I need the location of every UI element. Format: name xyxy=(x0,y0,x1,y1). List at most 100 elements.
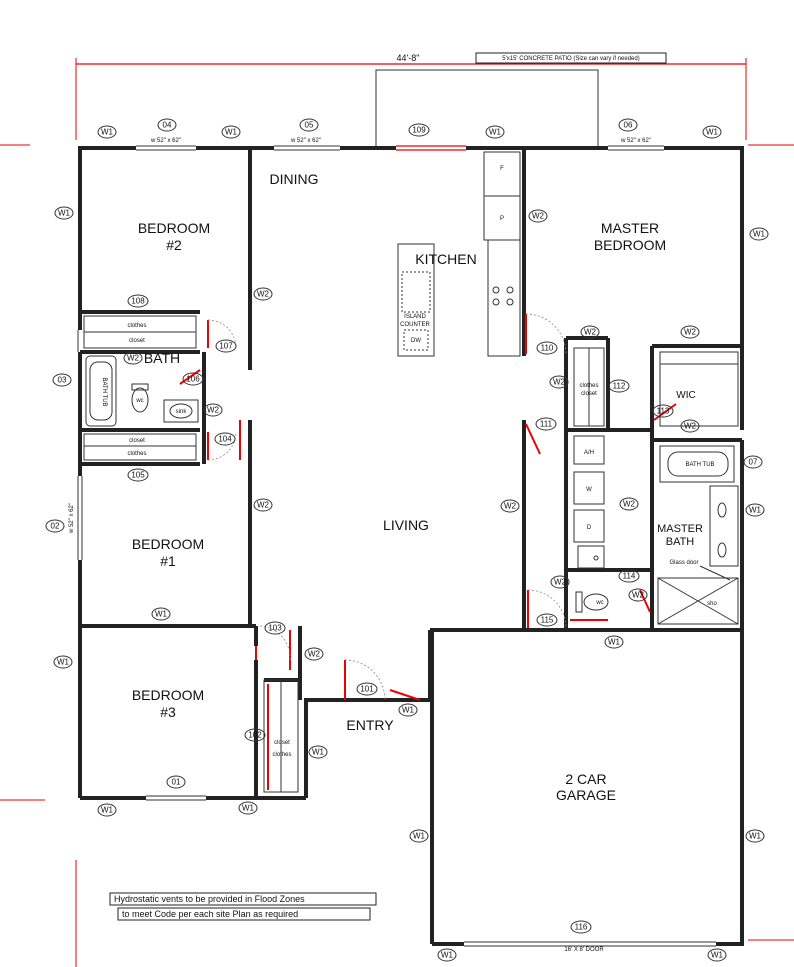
tag-102: 102 xyxy=(244,728,266,742)
room-master-line2: BEDROOM xyxy=(594,237,666,253)
svg-text:02: 02 xyxy=(51,522,60,531)
svg-text:16' X 8' DOOR: 16' X 8' DOOR xyxy=(564,947,604,953)
svg-text:closet: closet xyxy=(129,438,145,444)
window-door-tags: W1 04 W1 05 109 W1 06 W1 W1 W2 W1 W2 108… xyxy=(45,118,769,962)
svg-text:112: 112 xyxy=(613,382,626,391)
svg-text:F: F xyxy=(500,166,504,172)
tag-w1-m: W1 xyxy=(97,803,117,817)
patio-note: 5'x15' CONCRETE PATIO (Size can vary if … xyxy=(502,56,639,62)
tag-w1-g: W1 xyxy=(745,503,765,517)
svg-text:Glass door: Glass door xyxy=(669,560,698,566)
tag-05: 05 xyxy=(299,118,319,132)
tag-w1-r: W1 xyxy=(707,948,727,962)
tag-w2-e: W2 xyxy=(123,351,143,365)
tag-105: 105 xyxy=(127,468,149,482)
tag-w2-j: W2 xyxy=(500,499,520,513)
tag-03: 03 xyxy=(52,373,72,387)
tag-103: 103 xyxy=(264,621,286,635)
tag-w2-c: W2 xyxy=(580,325,600,339)
svg-text:A/H: A/H xyxy=(584,450,594,456)
tag-w2-f: W2 xyxy=(549,375,569,389)
tag-w1-o: W1 xyxy=(409,829,429,843)
patio: 5'x15' CONCRETE PATIO (Size can vary if … xyxy=(375,52,667,148)
svg-text:w 52" x 62": w 52" x 62" xyxy=(150,138,181,144)
tag-w1-f: W1 xyxy=(749,227,769,241)
tag-w1-j: W1 xyxy=(53,655,73,669)
svg-text:ISLAND: ISLAND xyxy=(404,314,426,320)
room-dining: DINING xyxy=(270,171,319,187)
room-master-bath-line2: BATH xyxy=(666,536,695,548)
svg-text:BATH TUB: BATH TUB xyxy=(685,462,714,468)
svg-text:closet: closet xyxy=(581,391,597,397)
tag-106: 106 xyxy=(182,372,204,386)
tag-107: 107 xyxy=(215,339,237,353)
svg-text:W2: W2 xyxy=(553,378,566,387)
overall-dimension: 44'-8" xyxy=(75,53,747,140)
room-bedroom1-line1: BEDROOM xyxy=(132,536,204,552)
svg-text:w 52" x 62": w 52" x 62" xyxy=(620,138,651,144)
kitchen-fixtures: F P ISLAND COUNTER DW xyxy=(397,151,521,357)
svg-text:110: 110 xyxy=(541,344,554,353)
svg-text:sho: sho xyxy=(707,601,717,607)
svg-text:W2: W2 xyxy=(684,422,697,431)
svg-text:106: 106 xyxy=(186,375,200,384)
svg-text:06: 06 xyxy=(624,121,633,130)
svg-text:W2: W2 xyxy=(584,328,597,337)
tag-w1-l: W1 xyxy=(308,745,328,759)
room-master-bath-line1: MASTER xyxy=(657,523,703,535)
tag-w2-i: W2 xyxy=(253,498,273,512)
room-garage-line2: GARAGE xyxy=(556,787,616,803)
tag-w1-c: W1 xyxy=(485,125,505,139)
bedroom3-closet: closet clothes xyxy=(263,679,299,793)
svg-text:DW: DW xyxy=(411,338,421,344)
svg-text:W2: W2 xyxy=(532,212,545,221)
tag-110: 110 xyxy=(536,341,558,355)
room-kitchen: KITCHEN xyxy=(415,251,476,267)
svg-text:clothes: clothes xyxy=(127,323,146,329)
svg-text:W1: W1 xyxy=(155,610,168,619)
tag-04: 04 xyxy=(157,118,177,132)
room-bedroom2-line2: #2 xyxy=(166,237,182,253)
tag-02: 02 xyxy=(45,519,65,533)
master-fixtures: clothes closet BATH TUB Glass door sho w… xyxy=(573,347,739,625)
svg-text:wc: wc xyxy=(135,398,143,404)
svg-text:W1: W1 xyxy=(242,804,255,813)
svg-text:108: 108 xyxy=(131,297,145,306)
svg-text:W2: W2 xyxy=(632,591,645,600)
room-bedroom3-line1: BEDROOM xyxy=(132,687,204,703)
windows xyxy=(77,145,716,947)
svg-text:BATH TUB: BATH TUB xyxy=(101,377,107,406)
svg-text:W1: W1 xyxy=(489,128,502,137)
svg-text:01: 01 xyxy=(172,778,181,787)
svg-text:W1: W1 xyxy=(753,230,766,239)
tag-w2-n: W2 xyxy=(304,647,324,661)
svg-text:109: 109 xyxy=(412,126,426,135)
svg-text:W2: W2 xyxy=(623,500,636,509)
svg-text:104: 104 xyxy=(218,435,232,444)
svg-text:closet: closet xyxy=(129,338,145,344)
svg-text:W1: W1 xyxy=(441,951,454,960)
tag-w2-h: W2 xyxy=(680,419,700,433)
svg-text:W1: W1 xyxy=(749,832,762,841)
tag-w1-b: W1 xyxy=(221,125,241,139)
room-master-line1: MASTER xyxy=(601,220,659,236)
tag-116: 116 xyxy=(570,920,592,934)
svg-text:clothes: clothes xyxy=(127,451,146,457)
svg-text:W2: W2 xyxy=(504,502,517,511)
tag-w1-i: W1 xyxy=(604,635,624,649)
tag-w1-n: W1 xyxy=(238,801,258,815)
tag-108: 108 xyxy=(127,294,149,308)
tag-114: 114 xyxy=(618,569,640,583)
svg-text:W2: W2 xyxy=(257,501,270,510)
tag-113: 113 xyxy=(652,404,674,418)
svg-text:107: 107 xyxy=(219,342,233,351)
svg-text:105: 105 xyxy=(131,471,145,480)
svg-text:W1: W1 xyxy=(749,506,762,515)
tag-01: 01 xyxy=(166,775,186,789)
tag-w1-h: W1 xyxy=(151,607,171,621)
window-size-labels: w 52" x 62" w 52" x 62" w 52" x 62" w 52… xyxy=(69,138,651,953)
tag-w2-k: W2 xyxy=(619,497,639,511)
svg-text:w 52" x 62": w 52" x 62" xyxy=(290,138,321,144)
svg-text:05: 05 xyxy=(305,121,314,130)
